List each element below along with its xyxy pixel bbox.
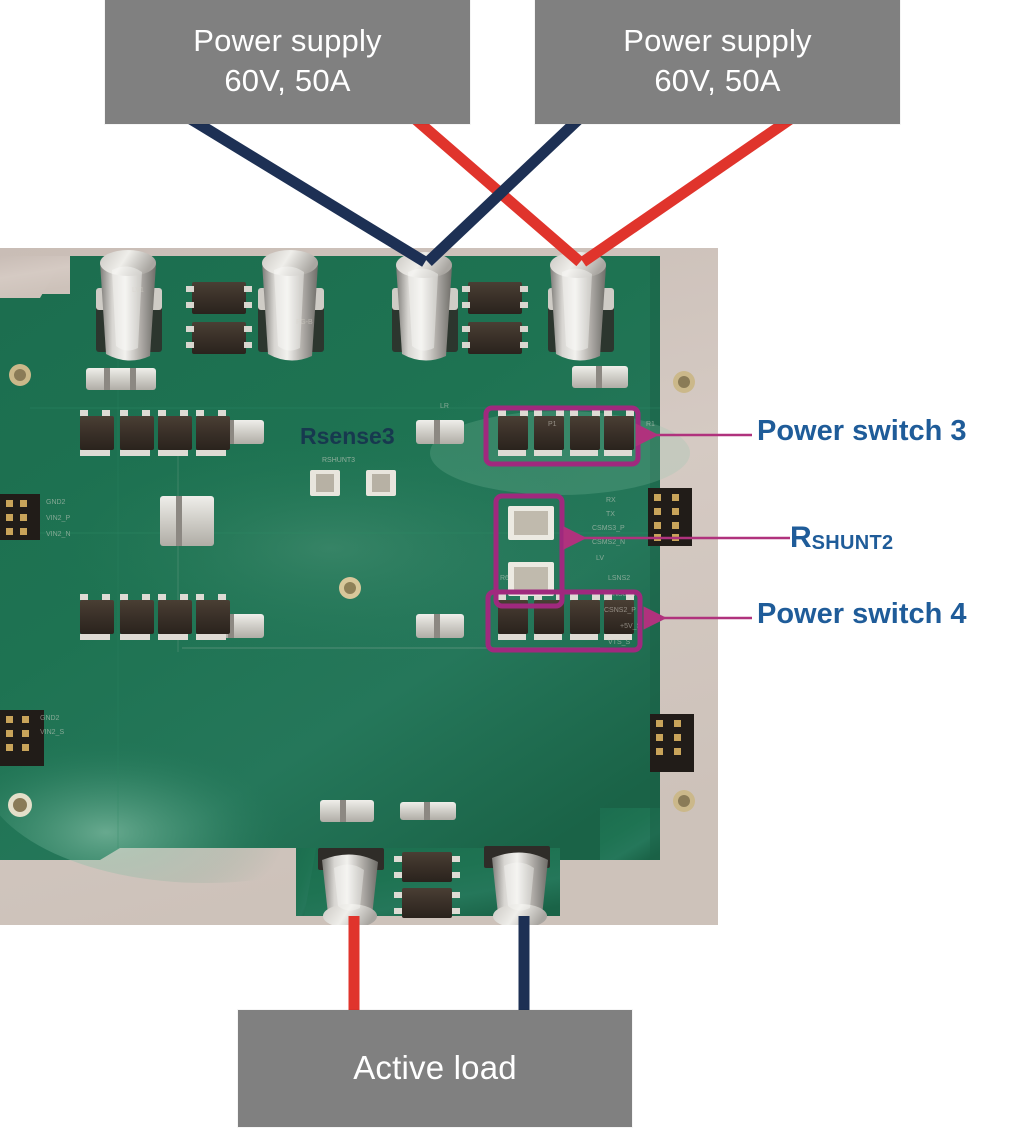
highlight-rshunt2 bbox=[493, 493, 565, 609]
svg-text:VTS_S: VTS_S bbox=[608, 639, 631, 646]
svg-text:VIN2_S: VIN2_S bbox=[40, 729, 64, 736]
svg-text:LR: LR bbox=[440, 403, 449, 410]
annotation-power-switch-3: Power switch 3 bbox=[757, 415, 967, 448]
annotation-rshunt2-subscript: SHUNT2 bbox=[811, 532, 894, 554]
highlight-power-switch-4 bbox=[485, 589, 643, 653]
svg-text:LV1: LV1 bbox=[132, 287, 144, 294]
wire-ps-left-negative bbox=[186, 113, 428, 267]
rsense3-shunts bbox=[310, 470, 396, 496]
callout-power-supply-left-text: Power supply 60V, 50A bbox=[193, 23, 382, 98]
svg-text:VIN2_N: VIN2_N bbox=[46, 531, 71, 538]
svg-text:TX: TX bbox=[606, 511, 615, 518]
top-mosfets bbox=[186, 282, 528, 354]
svg-text:RX: RX bbox=[606, 497, 616, 504]
callout-power-supply-left: Power supply 60V, 50A bbox=[105, 0, 470, 124]
svg-text:CSMS2_N: CSMS2_N bbox=[592, 539, 625, 546]
callout-active-load: Active load bbox=[238, 1010, 632, 1127]
svg-text:P1: P1 bbox=[548, 421, 557, 428]
silkscreen-rsense3: Rsense3 bbox=[300, 423, 395, 449]
left-mosfet-bank-upper bbox=[80, 410, 230, 456]
svg-text:R1: R1 bbox=[646, 421, 655, 428]
callout-power-supply-right-text: Power supply 60V, 50A bbox=[623, 23, 812, 98]
rshunt2-shunts bbox=[508, 506, 554, 596]
svg-text:GND2: GND2 bbox=[40, 715, 60, 722]
wire-ps-left-positive bbox=[410, 113, 584, 267]
annotation-rshunt2: RSHUNT2 bbox=[790, 521, 893, 555]
annotation-power-switch-4-text: Power switch 4 bbox=[757, 598, 967, 630]
wire-ps-right-positive bbox=[579, 113, 796, 267]
svg-text:LSNS2: LSNS2 bbox=[608, 575, 630, 582]
svg-text:GND2: GND2 bbox=[46, 499, 66, 506]
annotation-power-switch-3-text: Power switch 3 bbox=[757, 415, 967, 447]
svg-text:FG-B: FG-B bbox=[296, 319, 313, 326]
svg-text:RSHUNT3: RSHUNT3 bbox=[322, 457, 355, 464]
pin-headers bbox=[0, 488, 694, 772]
top-terminal-lugs bbox=[96, 250, 614, 361]
right-mosfet-bank-upper bbox=[498, 410, 634, 456]
left-mosfet-bank-lower bbox=[80, 594, 230, 640]
svg-text:R6: R6 bbox=[500, 575, 509, 582]
callout-active-load-text: Active load bbox=[353, 1049, 517, 1087]
annotation-power-switch-4: Power switch 4 bbox=[757, 598, 967, 631]
svg-text:VIN2_P: VIN2_P bbox=[46, 515, 70, 522]
svg-text:LV: LV bbox=[596, 555, 604, 562]
wire-ps-right-negative bbox=[424, 114, 584, 266]
svg-text:CSNS2_P: CSNS2_P bbox=[604, 607, 636, 614]
annotation-rshunt2-main: R bbox=[790, 521, 812, 554]
svg-text:CSMS3_P: CSMS3_P bbox=[592, 525, 625, 532]
output-terminal-lugs bbox=[318, 800, 550, 925]
callout-power-supply-right: Power supply 60V, 50A bbox=[535, 0, 900, 124]
mounting-holes bbox=[8, 364, 695, 817]
svg-text:+5V_S: +5V_S bbox=[620, 623, 642, 630]
